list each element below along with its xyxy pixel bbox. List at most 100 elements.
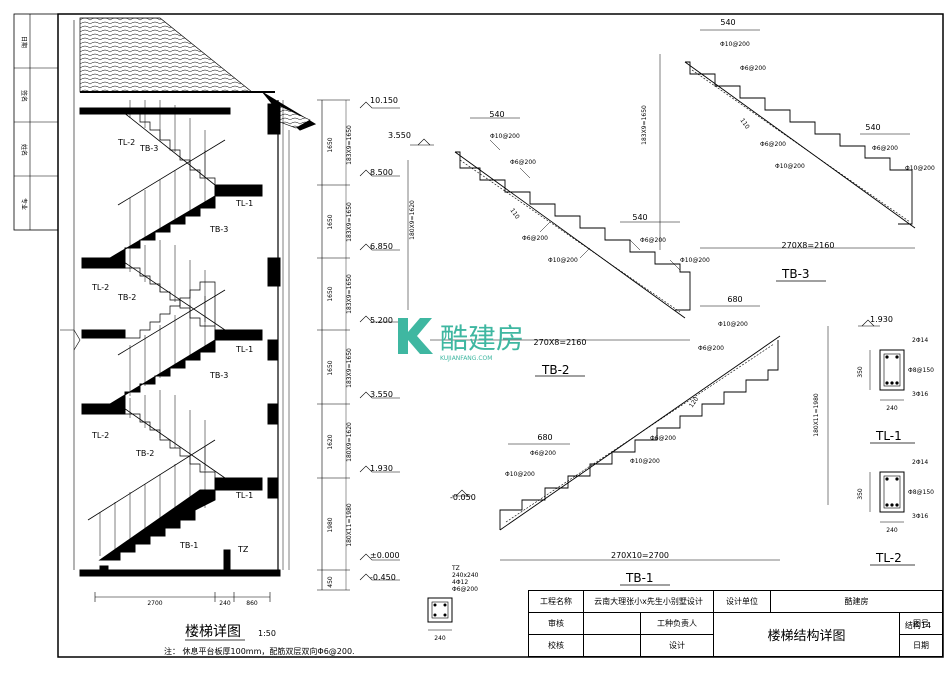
dim-right-7: 450	[327, 576, 334, 588]
tz-section	[427, 597, 453, 631]
label-tb2-low: TB-2	[135, 449, 154, 458]
tb3-dim-vertical: 183X9=1650	[641, 105, 648, 145]
tl2-height: 350	[857, 488, 864, 500]
label-tb1: TB-1	[179, 541, 198, 550]
tb3-title: TB-3	[781, 267, 810, 281]
label-tb3-low: TB-3	[209, 371, 228, 380]
tl2-title: TL-2	[875, 551, 902, 565]
tb3-rebar-4: Φ10@200	[775, 163, 805, 170]
watermark-url: KUJIANFANG.COM	[440, 355, 492, 362]
bottom-dim-240: 240	[219, 600, 231, 607]
tb-drawing-title: 楼梯结构详图	[713, 612, 900, 657]
tb1-thickness: 120	[688, 396, 700, 410]
tl2-stirrup: Φ8@150	[908, 489, 934, 496]
level-1930: 1.930	[370, 464, 393, 473]
tb2-title: TB-2	[541, 363, 570, 377]
strip-label-major: 专业	[20, 198, 28, 210]
tb1-level-top: 1.930	[870, 315, 893, 324]
tl2-labels: 2Φ14 Φ8@150 3Φ16 350 240 TL-2	[857, 459, 934, 566]
tb1-rebar-3: Φ6@200	[530, 450, 556, 457]
tl2-width: 240	[886, 527, 898, 534]
strip-label-sign: 签名	[20, 90, 28, 102]
dim-right-2: 1650	[327, 214, 334, 229]
tb2-dim-top: 540	[489, 110, 504, 119]
watermark-brand: 酷建房	[440, 322, 524, 355]
tb1-rebar-4: Φ10@200	[505, 471, 535, 478]
tb1-rebar-2: Φ6@200	[698, 345, 724, 352]
tb2-dim-bottom: 270X8=2160	[534, 338, 587, 347]
tb-drawing-no: 结构14	[904, 621, 932, 630]
tb-lead-label: 工种负责人	[640, 612, 714, 635]
tb1-dim-vertical: 180X11=1980	[813, 393, 820, 437]
elevation-note: 注： 休息平台板厚100mm，配筋双层双向Φ6@200.	[164, 646, 355, 656]
tb3-rebar-1: Φ10@200	[720, 41, 750, 48]
tb1-title: TB-1	[625, 571, 654, 585]
tb-design-label: 设计	[640, 634, 714, 657]
flight-dim-5: 180X9=1620	[346, 422, 353, 462]
stair-section-elevation	[60, 17, 400, 641]
tz-size: 240x240	[452, 572, 479, 579]
tb-date-label: 日期	[899, 634, 943, 657]
level-minus-0450: -0.450	[370, 573, 396, 582]
tl1-top-bar: 2Φ14	[912, 337, 928, 344]
tl2-section	[869, 471, 905, 523]
label-tb2-mid: TB-2	[117, 293, 136, 302]
label-tl1-top: TL-1	[235, 199, 253, 208]
tz-title: TZ	[451, 565, 460, 572]
level-0000: ±0.000	[370, 551, 400, 560]
dim-right-4: 1650	[327, 360, 334, 375]
tb2-thickness: 110	[508, 207, 520, 221]
tb3-dim-bottom: 270X8=2160	[782, 241, 835, 250]
tl1-width: 240	[886, 405, 898, 412]
tz-labels: TZ 240x240 4Φ12 Φ6@200 240	[434, 565, 478, 642]
tz-bars: 4Φ12	[452, 579, 468, 586]
tl1-title: TL-1	[875, 429, 902, 443]
label-tl1-low: TL-1	[235, 491, 253, 500]
tb-project-label: 工程名称	[528, 590, 584, 613]
label-tl2-top: TL-2	[117, 138, 135, 147]
tb3-dim-right: 540	[865, 123, 880, 132]
tb1-rebar-6: Φ10@200	[630, 458, 660, 465]
tb2-rebar-1: Φ10@200	[490, 133, 520, 140]
left-binding-strip: 日期 签名 姓名 专业	[13, 13, 59, 231]
dim-right-5: 1620	[327, 434, 334, 449]
tb-review-label: 审核	[528, 612, 584, 635]
title-block: 工程名称 云南大理张小x先生小别墅设计 设计单位 酷建房 审核 工种负责人 楼梯…	[528, 590, 943, 657]
tb1-dim-left: 680	[537, 433, 552, 442]
tb3-labels: 540 540 270X8=2160 183X9=1650 110 Φ10@20…	[641, 18, 935, 282]
dim-right-6: 1980	[327, 517, 334, 532]
tb3-rebar-5: Φ6@200	[872, 145, 898, 152]
tb3-dim-top: 540	[720, 18, 735, 27]
tb2-dim-right: 540	[632, 213, 647, 222]
tb1-labels: 1.930 -0.050 680 680 270X10=2700 180X11=…	[450, 295, 893, 586]
tb1-level-bottom: -0.050	[450, 493, 476, 502]
tb1-rebar-5: Φ6@200	[650, 435, 676, 442]
flight-dim-2: 183X9=1650	[346, 202, 353, 242]
elevation-scale: 1:50	[258, 629, 276, 638]
bottom-dim-2700: 2700	[147, 600, 162, 607]
tb2-rebar-5: Φ6@200	[640, 237, 666, 244]
bottom-dim-860: 860	[246, 600, 258, 607]
level-10150: 10.150	[370, 96, 398, 105]
tb3-rebar-3: Φ6@200	[760, 141, 786, 148]
label-tb3-top: TB-3	[139, 144, 158, 153]
tb1-dim-bottom: 270X10=2700	[611, 551, 669, 560]
tb2-detail	[407, 117, 691, 341]
tl1-stirrup: Φ8@150	[908, 367, 934, 374]
tl1-bottom-bar: 3Φ16	[912, 391, 928, 398]
level-3550: 3.550	[370, 390, 393, 399]
flight-dim-4: 183X9=1650	[346, 348, 353, 388]
tl2-top-bar: 2Φ14	[912, 459, 928, 466]
label-tl2-mid: TL-2	[91, 283, 109, 292]
tl1-section	[869, 349, 905, 401]
tb1-detail	[452, 305, 880, 561]
tb3-rebar-6: Φ10@200	[905, 165, 935, 172]
label-tl1-mid: TL-1	[235, 345, 253, 354]
tb-check-label: 校核	[528, 634, 584, 657]
sheet-frame	[57, 13, 944, 658]
flight-dim-1: 183X9=1650	[346, 125, 353, 165]
elevation-title: 楼梯详图	[185, 624, 241, 640]
tb2-rebar-3: Φ6@200	[522, 235, 548, 242]
flight-dim-3: 183X9=1650	[346, 274, 353, 314]
